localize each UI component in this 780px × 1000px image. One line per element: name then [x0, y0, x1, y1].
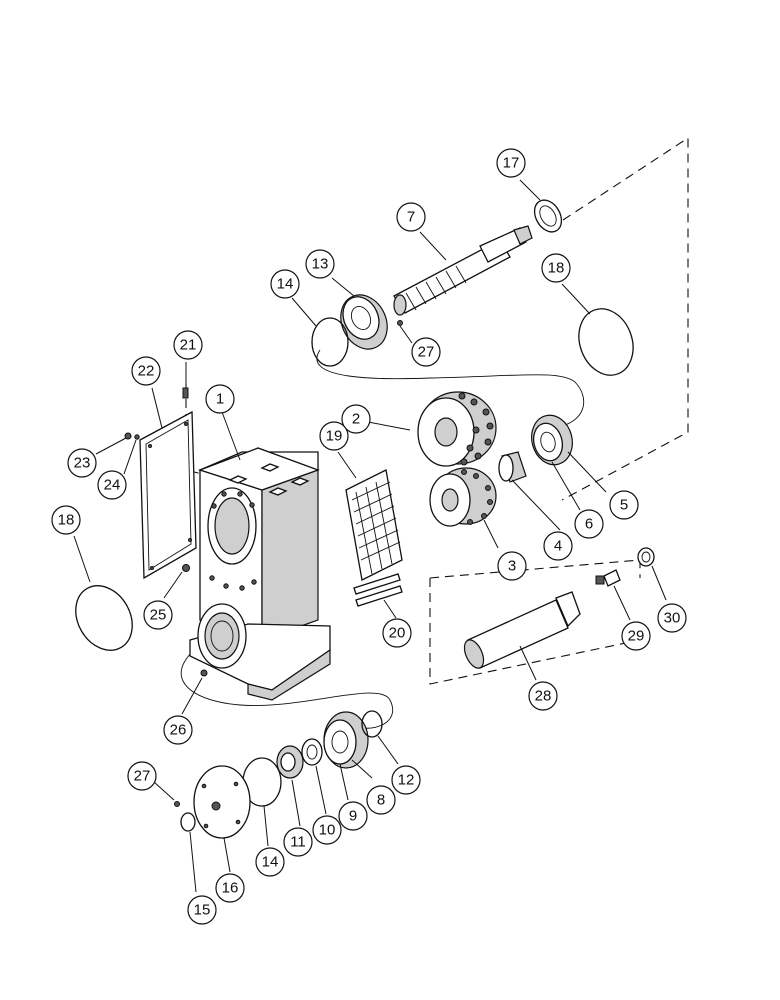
- callout-12: 12: [391, 765, 421, 795]
- callout-20: 20: [382, 618, 412, 648]
- housing-bolt-holes: [209, 491, 257, 591]
- callout-18-lower: 18: [51, 505, 81, 535]
- callout-29: 29: [621, 621, 651, 651]
- callout-label: 2: [352, 411, 360, 428]
- callout-label: 16: [222, 880, 239, 897]
- washer-part-10: [301, 738, 323, 766]
- callout-11: 11: [283, 827, 313, 857]
- washer-part-30: [637, 547, 655, 567]
- bolt-part-29: [595, 569, 621, 587]
- bearing-parts-5-6: [531, 414, 573, 466]
- chain-part-19: [345, 469, 403, 581]
- callout-label: 27: [134, 768, 151, 785]
- cover-plate-part-22: [139, 410, 197, 580]
- callout-7: 7: [396, 202, 426, 232]
- seal-part-15: [180, 812, 196, 832]
- callout-label: 14: [262, 854, 279, 871]
- end-cover-part-16: [193, 765, 251, 839]
- callout-27-upper: 27: [411, 337, 441, 367]
- callout-label: 21: [180, 337, 197, 354]
- small-bolts: [124, 320, 403, 807]
- callout-1: 1: [205, 384, 235, 414]
- callout-label: 23: [74, 455, 91, 472]
- bearing-parts-8-9: [323, 711, 369, 769]
- callout-2: 2: [341, 404, 371, 434]
- callout-label: 22: [138, 363, 155, 380]
- spacer-part-4: [498, 451, 527, 483]
- callout-23: 23: [67, 448, 97, 478]
- callout-label: 7: [407, 209, 415, 226]
- callout-label: 24: [104, 477, 121, 494]
- ring-part-17: [533, 199, 563, 233]
- callout-label: 19: [326, 428, 343, 445]
- alignment-curves: [180, 349, 585, 729]
- leader-lines: [73, 179, 667, 893]
- callout-label: 5: [620, 497, 628, 514]
- callout-16: 16: [215, 873, 245, 903]
- callout-19: 19: [319, 421, 349, 451]
- callout-label: 26: [170, 722, 187, 739]
- callout-label: 13: [312, 256, 329, 273]
- callout-14-lower: 14: [255, 847, 285, 877]
- callout-label: 12: [398, 772, 415, 789]
- callout-13: 13: [305, 249, 335, 279]
- callout-label: 18: [58, 512, 75, 529]
- callout-label: 30: [664, 610, 681, 627]
- callout-25: 25: [143, 600, 173, 630]
- callout-label: 6: [585, 516, 593, 533]
- callout-label: 25: [150, 607, 167, 624]
- callout-4: 4: [543, 531, 573, 561]
- callout-3: 3: [497, 551, 527, 581]
- callout-22: 22: [131, 356, 161, 386]
- sleeve-part-28: [463, 591, 581, 669]
- callout-label: 20: [389, 625, 406, 642]
- callout-30: 30: [657, 603, 687, 633]
- callout-17: 17: [496, 148, 526, 178]
- callout-label: 3: [508, 558, 516, 575]
- ring-part-12: [361, 710, 383, 738]
- callout-label: 1: [216, 391, 224, 408]
- callout-10: 10: [312, 815, 342, 845]
- callout-label: 10: [319, 822, 336, 839]
- callout-18-upper: 18: [541, 253, 571, 283]
- callout-label: 11: [290, 834, 306, 851]
- callout-8: 8: [366, 785, 396, 815]
- callout-26: 26: [163, 715, 193, 745]
- sprocket-part-2: [417, 391, 497, 467]
- callout-label: 9: [349, 808, 357, 825]
- callout-15: 15: [187, 895, 217, 925]
- nut-part-11: [276, 745, 304, 779]
- callout-label: 15: [194, 902, 211, 919]
- sprocket-part-3: [429, 467, 497, 527]
- pins-part-20: [353, 573, 403, 607]
- callout-label: 27: [418, 344, 435, 361]
- callout-label: 4: [554, 538, 562, 555]
- bearing-cap-part-13: [340, 294, 388, 350]
- callout-label: 17: [503, 155, 520, 172]
- housing-part-1: [189, 447, 331, 701]
- callout-9: 9: [338, 801, 368, 831]
- callout-label: 29: [628, 628, 645, 645]
- callout-21: 21: [173, 330, 203, 360]
- callout-label: 8: [377, 792, 385, 809]
- callout-28: 28: [528, 681, 558, 711]
- callout-24: 24: [97, 470, 127, 500]
- callout-label: 28: [535, 688, 552, 705]
- callout-5: 5: [609, 490, 639, 520]
- callout-27-lower: 27: [127, 761, 157, 791]
- callout-label: 18: [548, 260, 565, 277]
- callout-label: 14: [277, 276, 294, 293]
- callout-6: 6: [574, 509, 604, 539]
- callout-14-upper: 14: [270, 269, 300, 299]
- splined-shaft-part-7: [393, 225, 533, 316]
